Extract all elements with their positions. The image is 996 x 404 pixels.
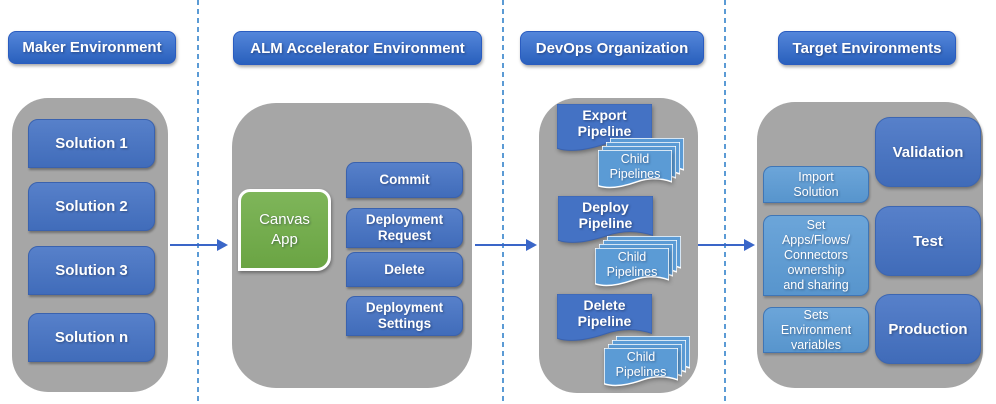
child-pipeline-sheet — [598, 150, 672, 192]
canvas-app-box: Canvas App — [238, 189, 331, 271]
target-environments-header: Target Environments — [778, 31, 956, 65]
column-separator — [502, 0, 504, 404]
child-pipelines-label: Child Pipelines — [615, 350, 667, 379]
child-pipelines-label: Child Pipelines — [609, 152, 661, 181]
devops-organization-header: DevOps Organization — [520, 31, 704, 65]
test-environment-box: Test — [875, 206, 981, 276]
solution-n-box: Solution n — [28, 313, 155, 362]
document-shape — [557, 294, 652, 346]
import-solution-box: Import Solution — [763, 166, 869, 203]
set-ownership-sharing-box: Set Apps/Flows/ Connectors ownership and… — [763, 215, 869, 296]
child-pipeline-sheet — [604, 348, 678, 390]
column-separator — [197, 0, 199, 404]
child-pipeline-sheet — [595, 248, 669, 290]
flow-arrow-alm-to-devops — [475, 239, 537, 251]
production-environment-box: Production — [875, 294, 981, 364]
flow-arrow-maker-to-alm — [170, 239, 228, 251]
column-separator — [724, 0, 726, 404]
child-pipelines-stack: Child Pipelines — [595, 236, 681, 290]
child-pipelines-stack: Child Pipelines — [604, 336, 690, 390]
deployment-request-box: Deployment Request — [346, 208, 463, 248]
child-pipelines-label: Child Pipelines — [606, 250, 658, 279]
flow-arrow-devops-to-targets — [698, 239, 755, 251]
deployment-settings-box: Deployment Settings — [346, 296, 463, 336]
validation-environment-box: Validation — [875, 117, 981, 187]
delete-box: Delete — [346, 252, 463, 287]
solution-3-box: Solution 3 — [28, 246, 155, 295]
delete-pipeline-shape: Delete Pipeline — [557, 294, 652, 346]
deploy-pipeline-shape: Deploy Pipeline — [558, 196, 653, 248]
delete-pipeline-label: Delete Pipeline — [577, 297, 632, 329]
export-pipeline-label: Export Pipeline — [577, 107, 632, 139]
solution-1-box: Solution 1 — [28, 119, 155, 168]
maker-environment-header: Maker Environment — [8, 31, 176, 64]
alm-accelerator-environment-header: ALM Accelerator Environment — [233, 31, 482, 65]
child-pipelines-stack: Child Pipelines — [598, 138, 684, 192]
commit-box: Commit — [346, 162, 463, 198]
set-environment-variables-box: Sets Environment variables — [763, 307, 869, 353]
solution-2-box: Solution 2 — [28, 182, 155, 231]
deploy-pipeline-label: Deploy Pipeline — [578, 199, 633, 231]
